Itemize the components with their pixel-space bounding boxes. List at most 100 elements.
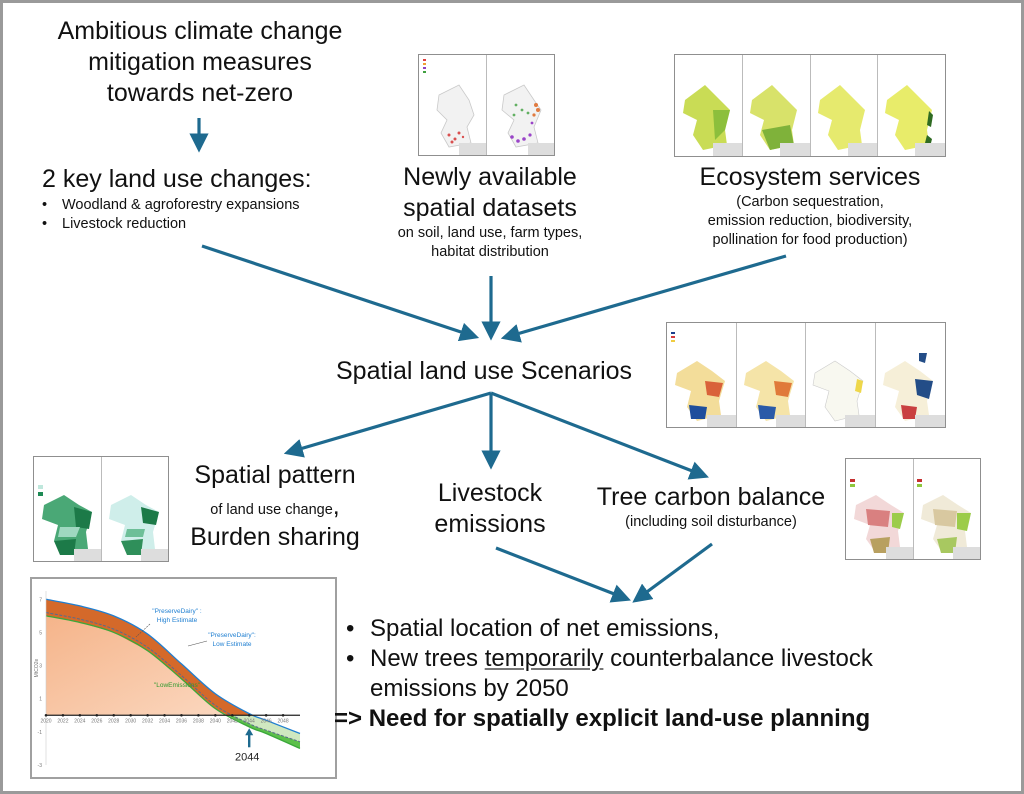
- datasets-subtitle-1: on soil, land use, farm types,: [397, 225, 583, 241]
- x-tick-mark: [44, 713, 48, 717]
- scotland-map-icon: [850, 479, 913, 559]
- scotland-map-icon: [885, 85, 945, 156]
- scotland-map-icon: [883, 353, 945, 427]
- y-tick-label: -3: [38, 763, 43, 769]
- livestock-title-2: emissions: [434, 510, 546, 538]
- x-tick-label: 2038: [193, 718, 204, 724]
- datasets-subtitle-2: habitat distribution: [431, 244, 549, 260]
- annotation-leader: [187, 640, 208, 647]
- scotland-map-icon: [423, 59, 486, 155]
- burden-sharing-title: Burden sharing: [190, 523, 360, 551]
- band-preserve-dairy-above-zero: [46, 599, 253, 716]
- x-tick-mark: [281, 713, 285, 717]
- x-tick-label: 2048: [278, 718, 289, 724]
- x-tick-label: 2024: [74, 718, 85, 724]
- scotland-map-icon: [812, 360, 875, 427]
- x-tick-mark: [129, 713, 132, 717]
- land-use-changes-list: Woodland & agroforestry expansions Lives…: [38, 196, 300, 234]
- arrow-livestock-to-conclusions: [495, 546, 631, 603]
- spatial-pattern-subtitle: of land use change,: [210, 492, 340, 520]
- y-axis-label: MtCO2e: [34, 658, 40, 677]
- x-tick-mark: [247, 713, 251, 717]
- ecosystem-map-thumbnail: [674, 54, 946, 157]
- x-tick-mark: [112, 713, 116, 717]
- x-tick-mark: [163, 713, 166, 717]
- y-tick-label: -1: [38, 730, 43, 736]
- y-tick-label: 5: [39, 630, 42, 636]
- arrow-changes-to-scenarios: [201, 244, 480, 342]
- y-tick-label: 7: [39, 597, 42, 603]
- datasets-title-2: spatial datasets: [403, 194, 577, 222]
- x-tick-mark: [264, 713, 268, 717]
- scotland-map-icon: [917, 479, 980, 559]
- arrow-ecosystem-to-scenarios: [500, 254, 787, 343]
- tree-carbon-map-thumbnail: [845, 458, 981, 560]
- x-tick-label: 2026: [91, 718, 102, 724]
- y-tick-label: 1: [39, 697, 42, 703]
- scotland-map-icon: [38, 485, 101, 561]
- conclusions-list: Spatial location of net emissions, New t…: [342, 614, 873, 704]
- line-low-emissions: [45, 615, 301, 750]
- ecosystem-subtitle-2: emission reduction, biodiversity,: [707, 213, 913, 229]
- livestock-emissions-block: Livestock emissions: [415, 478, 565, 540]
- annotation-low-emissions: "LowEmissions": [154, 682, 201, 689]
- measures-title: Ambitious climate change mitigation meas…: [30, 16, 370, 109]
- scotland-map-icon: [501, 84, 554, 155]
- x-tick-mark: [197, 713, 200, 717]
- measures-line-1: Ambitious climate change: [57, 17, 343, 45]
- x-tick-label: 2032: [142, 718, 153, 724]
- conclusion-bullet-2: New trees temporarily counterbalance liv…: [342, 644, 873, 704]
- x-tick-label: 2034: [159, 718, 170, 724]
- spatial-pattern-title: Spatial pattern: [194, 461, 356, 489]
- scotland-map-icon: [671, 332, 736, 427]
- tree-carbon-title: Tree carbon balance: [596, 483, 826, 511]
- line-preserve-dairy-high: [45, 598, 301, 735]
- conclusion-key-message: => Need for spatially explicit land-use …: [334, 705, 871, 732]
- scotland-map-icon: [818, 85, 877, 156]
- ecosystem-subtitle-3: pollination for food production): [712, 232, 908, 248]
- annotation-high-estimate-2: High Estimate: [157, 617, 198, 624]
- x-tick-label: 2040: [210, 718, 221, 724]
- annotation-low-estimate: "PreserveDairy":: [208, 632, 256, 639]
- spatial-pattern-block: Spatial pattern of land use change, Burd…: [180, 460, 370, 553]
- measures-line-3: towards net-zero: [106, 79, 294, 107]
- datasets-title-1: Newly available: [403, 163, 577, 191]
- datasets-map-thumbnail: [418, 54, 555, 156]
- implies-arrow: =>: [334, 705, 363, 732]
- conclusion-bullet-1: Spatial location of net emissions,: [342, 614, 873, 644]
- bullet-livestock: Livestock reduction: [38, 215, 300, 234]
- x-tick-label: 2022: [57, 718, 68, 724]
- x-tick-label: 2046: [261, 718, 272, 724]
- scotland-map-icon: [750, 85, 810, 156]
- x-tick-mark: [180, 713, 183, 717]
- livestock-title-1: Livestock: [437, 479, 543, 507]
- scotland-map-icon: [744, 361, 805, 427]
- x-tick-mark: [146, 713, 149, 717]
- x-tick-label: 2020: [40, 718, 51, 724]
- marker-label-2044: 2044: [235, 751, 259, 763]
- scenarios-map-thumbnail: [666, 322, 946, 428]
- line-preserve-dairy-low: [45, 612, 301, 743]
- tree-carbon-subtitle: (including soil disturbance): [625, 514, 797, 530]
- land-use-changes-heading: 2 key land use changes:: [42, 165, 312, 193]
- x-tick-label: 2028: [108, 718, 119, 724]
- x-tick-mark: [230, 713, 234, 717]
- x-tick-label: 2036: [176, 718, 187, 724]
- x-tick-mark: [78, 713, 82, 717]
- arrow-tree-to-conclusions: [632, 542, 713, 603]
- marker-arrow-head: [245, 728, 254, 736]
- x-tick-label: 2042: [227, 718, 238, 724]
- ecosystem-block: Ecosystem services (Carbon sequestration…: [640, 162, 980, 250]
- annotation-high-estimate: "PreserveDairy" :: [152, 608, 202, 615]
- underlined-temporarily: temporarily: [484, 645, 604, 672]
- pattern-map-thumbnail: [33, 456, 169, 562]
- x-tick-label: 2044: [244, 718, 255, 724]
- x-tick-mark: [214, 713, 217, 717]
- ecosystem-title: Ecosystem services: [699, 163, 921, 191]
- tree-carbon-block: Tree carbon balance (including soil dist…: [586, 482, 836, 532]
- arrow-scenarios-to-tree: [490, 391, 709, 480]
- ecosystem-subtitle-1: (Carbon sequestration,: [736, 194, 884, 210]
